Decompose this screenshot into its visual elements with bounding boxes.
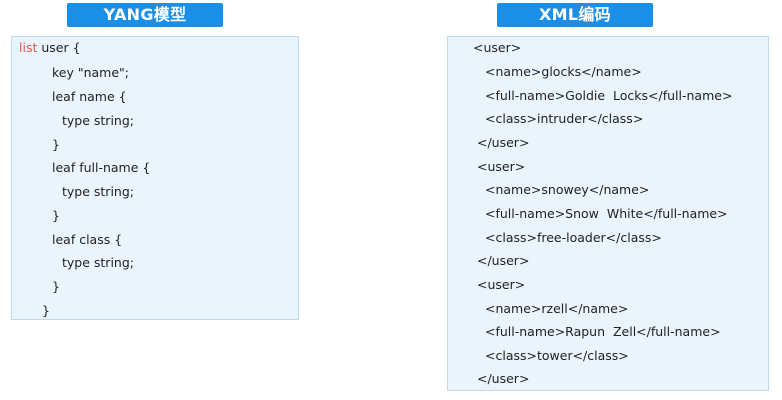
yang-line: } bbox=[52, 137, 60, 152]
xml-line: </user> bbox=[477, 253, 530, 268]
xml-line: </user> bbox=[477, 371, 530, 386]
xml-encoding-title: XML编码 bbox=[497, 3, 653, 27]
yang-line-list: list user { bbox=[19, 40, 81, 56]
xml-line: <name>glocks</name> bbox=[485, 64, 642, 79]
yang-line: type string; bbox=[62, 184, 134, 199]
xml-line: <class>free-loader</class> bbox=[485, 230, 662, 245]
yang-line: } bbox=[52, 208, 60, 223]
list-declaration: user { bbox=[37, 40, 81, 55]
yang-code-panel: list user { key "name"; leaf name { type… bbox=[11, 36, 299, 320]
yang-line: leaf full-name { bbox=[52, 160, 151, 175]
yang-line: type string; bbox=[62, 255, 134, 270]
yang-line: } bbox=[42, 303, 50, 318]
yang-line: leaf name { bbox=[52, 89, 127, 104]
xml-line: </user> bbox=[477, 135, 530, 150]
xml-line: <class>tower</class> bbox=[485, 348, 629, 363]
yang-model-title: YANG模型 bbox=[67, 3, 223, 27]
xml-line: <class>intruder</class> bbox=[485, 111, 644, 126]
list-keyword: list bbox=[19, 40, 38, 55]
yang-line: leaf class { bbox=[52, 232, 123, 247]
xml-line: <user> bbox=[477, 277, 526, 292]
xml-line: <name>snowey</name> bbox=[485, 182, 650, 197]
xml-line: <name>rzell</name> bbox=[485, 301, 629, 316]
yang-line: key "name"; bbox=[52, 65, 130, 80]
xml-line: <full-name>Goldie Locks</full-name> bbox=[485, 88, 733, 103]
xml-line: <user> bbox=[477, 159, 526, 174]
xml-line: <full-name>Snow White</full-name> bbox=[485, 206, 728, 221]
xml-line: <full-name>Rapun Zell</full-name> bbox=[485, 324, 721, 339]
yang-line: } bbox=[52, 279, 60, 294]
xml-line: <user> bbox=[473, 40, 522, 55]
xml-code-panel: <user> <name>glocks</name> <full-name>Go… bbox=[447, 36, 769, 391]
yang-line: type string; bbox=[62, 113, 134, 128]
